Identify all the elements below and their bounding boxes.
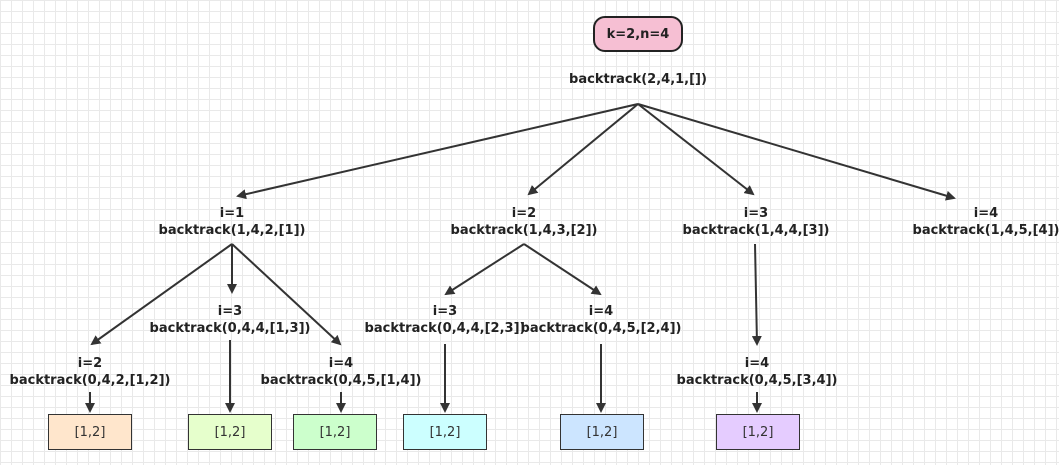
edge-root-to-i1 <box>236 103 639 200</box>
node-i2-i3: i=3 backtrack(0,4,4,[2,3]) <box>365 303 526 337</box>
result-leaf: [1,2] <box>403 414 487 450</box>
node-index: i=3 <box>217 304 243 319</box>
node-index: i=4 <box>588 304 614 319</box>
result-leaf: [1,2] <box>293 414 377 450</box>
root-call-label: backtrack(2,4,1,[]) <box>569 71 707 88</box>
node-i1-i4: i=4 backtrack(0,4,5,[1,4]) <box>261 355 422 389</box>
node-i1-i3: i=3 backtrack(0,4,4,[1,3]) <box>150 303 311 337</box>
node-index: i=4 <box>328 356 354 371</box>
node-call: backtrack(1,4,2,[1]) <box>158 223 306 238</box>
node-i1: i=1 backtrack(1,4,2,[1]) <box>159 205 306 239</box>
edge-root-to-i3 <box>637 103 755 196</box>
node-i3: i=3 backtrack(1,4,4,[3]) <box>683 205 830 239</box>
node-call: backtrack(1,4,4,[3]) <box>682 223 830 238</box>
node-index: i=1 <box>219 206 245 221</box>
edge-root-to-i4 <box>637 103 956 201</box>
result-leaf: [1,2] <box>560 414 644 450</box>
node-index: i=3 <box>432 304 458 319</box>
edge-3-to-34 <box>751 243 762 346</box>
result-leaf: [1,2] <box>48 414 132 450</box>
node-index: i=4 <box>973 206 999 221</box>
node-i4: i=4 backtrack(1,4,5,[4]) <box>913 205 1059 239</box>
node-call: backtrack(1,4,3,[2]) <box>450 223 598 238</box>
root-parameters-badge: k=2,n=4 <box>593 16 683 52</box>
node-call: backtrack(1,4,5,[4]) <box>912 223 1059 238</box>
result-leaf: [1,2] <box>188 414 272 450</box>
node-call: backtrack(0,4,5,[3,4]) <box>676 373 838 388</box>
edge-2-to-24 <box>523 243 602 296</box>
root-call-text: backtrack(2,4,1,[]) <box>569 72 707 87</box>
edge-1-to-14 <box>231 243 342 346</box>
edge-root-to-i2 <box>527 103 639 196</box>
result-leaf: [1,2] <box>716 414 800 450</box>
node-call: backtrack(0,4,5,[2,4]) <box>520 321 682 336</box>
node-call: backtrack(0,4,2,[1,2]) <box>9 373 171 388</box>
node-i2: i=2 backtrack(1,4,3,[2]) <box>451 205 598 239</box>
node-call: backtrack(0,4,4,[1,3]) <box>149 321 311 336</box>
node-index: i=2 <box>511 206 537 221</box>
edge-1-to-12 <box>90 243 233 346</box>
node-call: backtrack(0,4,5,[1,4]) <box>260 373 422 388</box>
node-call: backtrack(0,4,4,[2,3]) <box>364 321 526 336</box>
node-i2-i4: i=4 backtrack(0,4,5,[2,4]) <box>521 303 682 337</box>
node-index: i=2 <box>77 356 103 371</box>
node-i3-i4: i=4 backtrack(0,4,5,[3,4]) <box>677 355 838 389</box>
node-index: i=4 <box>744 356 770 371</box>
node-index: i=3 <box>743 206 769 221</box>
node-i1-i2: i=2 backtrack(0,4,2,[1,2]) <box>10 355 171 389</box>
edge-2-to-23 <box>444 243 525 296</box>
